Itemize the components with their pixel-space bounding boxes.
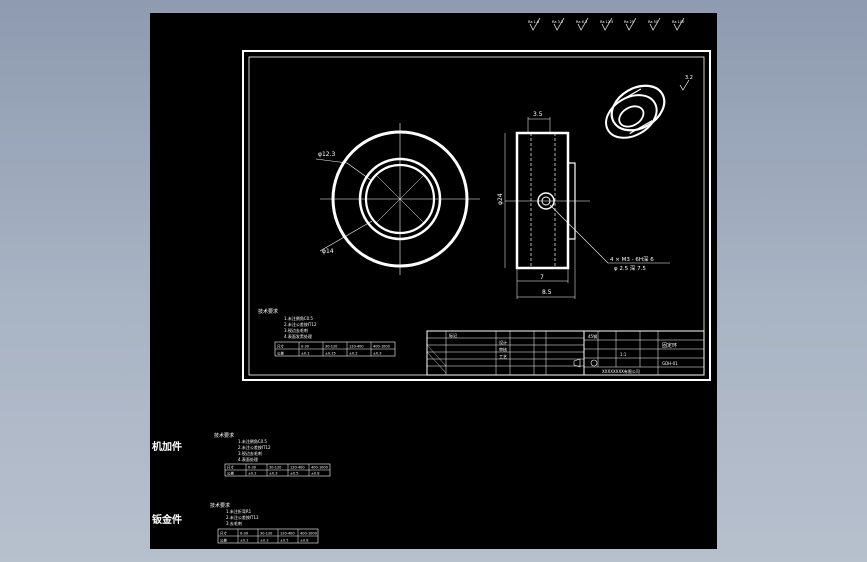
roughness-value: Ra 12.5 [600,20,613,24]
inner-note-line: 1.未注倒角C0.5 [284,315,313,321]
inner-notes: 技术要求 1.未注倒角C0.5 2.未注公差按IT12 3.锐边去毛刺 4.表面… [258,308,396,357]
inner-table-cell: 公差 [277,351,285,356]
roughness-symbol: Ra 1.6 [528,17,541,31]
inner-table-cell: ±0.3 [373,352,382,356]
side-callout-2: φ 2.5 深 7.5 [614,264,646,272]
inner-table-cell: ±0.2 [349,352,358,356]
isometric-view [605,84,666,139]
machined-label: 机加件 [152,440,182,453]
inner-table-header: 尺寸 [277,344,285,349]
front-dia-inner-label: φ14 [322,248,334,255]
roughness-symbol: Ra 25 [624,17,637,31]
cad-drawing-sheet: Ra 1.6 Ra 3.2 Ra 6.3 Ra 12.5 Ra 25 Ra 50 Ra 10… [150,13,717,549]
sheetmetal-note-line: 1.未注折弯R1 [226,508,252,514]
drawing-frame-inner [248,56,705,376]
drawing-frame-outer [242,50,711,381]
machined-table-cell: ±0.3 [269,472,278,476]
title-row-label: 标记 [449,332,457,338]
inner-table-cell: ±0.1 [301,352,310,356]
title-block: 标记 设计 审核 工艺 45钢 1:1 固定环 GDH-01 XXXXXXXX有… [426,330,705,376]
sheetmetal-note-line: 3.去毛刺 [226,520,242,526]
machined-note-line: 1.未注倒角C0.5 [238,438,267,444]
side-top-dim: 3.5 [533,111,543,118]
machined-table-cell: ±0.8 [311,472,320,476]
title-row-label: 审核 [499,346,507,352]
inner-table-header: 0-30 [301,345,309,349]
roughness-symbol: Ra 100 [672,17,685,31]
title-company: XXXXXXXX有限公司 [602,368,640,374]
sheetmetal-table-cell: ±0.8 [300,539,309,543]
title-row-label: 设计 [499,339,507,345]
machined-table-header: 尺寸 [227,465,234,470]
side-width-85: 8.5 [542,289,552,296]
sheetmetal-table-cell: 公差 [220,538,227,543]
roughness-value: Ra 50 [648,20,658,24]
machined-table-cell: 公差 [227,471,234,476]
inner-note-line: 2.未注公差按IT12 [284,321,317,327]
side-height-dim: φ24 [497,193,504,205]
roughness-symbol: Ra 3.2 [552,17,565,31]
machined-table-header: 120-400 [290,466,305,470]
sheetmetal-table-header: 尺寸 [220,531,227,536]
roughness-value: Ra 1.6 [528,20,539,24]
roughness-symbol: Ra 50 [648,17,661,31]
sheetmetal-table-header: 400-1000 [300,532,317,536]
roughness-symbol: Ra 12.5 [600,17,613,31]
title-row-label: 工艺 [499,354,507,359]
sheetmetal-table-cell: ±0.2 [240,539,249,543]
sheetmetal-table-cell: ±0.5 [280,539,289,543]
inner-table-header: 400-1000 [373,345,390,349]
roughness-value: Ra 3.2 [552,20,563,24]
machined-note-line: 3.锐边去毛刺 [238,450,262,456]
inner-note-line: 3.锐边去毛刺 [284,327,308,333]
sheetmetal-table-header: 0-30 [240,532,248,536]
sheetmetal-note-line: 2.未注公差按IT13 [226,514,259,520]
title-material: 45钢 [588,333,597,339]
machined-note-line: 2.未注公差按IT12 [238,444,271,450]
inner-table-cell: ±0.15 [325,352,336,356]
roughness-value: Ra 6.3 [576,20,587,24]
roughness-value: Ra 100 [672,20,684,24]
roughness-symbol: Ra 6.3 [576,17,589,31]
inner-table-header: 30-120 [325,345,337,349]
side-width-7: 7 [540,274,544,281]
inner-table-header: 120-400 [349,345,364,349]
sheetmetal-notes-block: 钣金件 技术要求 1.未注折弯R1 2.未注公差按IT13 3.去毛刺 尺寸公差… [152,502,319,544]
machined-note-line: 4.表面处理 [238,456,258,462]
machined-table-cell: ±0.2 [248,472,257,476]
sheetmetal-table-header: 30-120 [260,532,272,536]
machined-table-cell: ±0.5 [290,472,299,476]
machined-table-header: 30-120 [269,466,281,470]
sheetmetal-table-cell: ±0.3 [260,539,269,543]
machined-table-header: 400-1000 [311,466,328,470]
projection-symbol [590,359,598,367]
machined-notes-title: 技术要求 [214,432,234,439]
title-part-name: 固定环 [662,342,677,349]
side-view: 3.5 φ24 7 8.5 4 × M3 - 6H深 6 φ 2.5 深 7.5 [497,111,670,299]
title-drawing-no: GDH-01 [662,361,678,366]
machined-table-header: 0-30 [248,466,256,470]
sheetmetal-notes-title: 技术要求 [210,502,230,509]
title-scale: 1:1 [620,352,627,357]
inner-notes-title: 技术要求 [258,308,278,315]
front-view: φ12.3 φ14 [315,123,480,275]
machined-notes-block: 机加件 技术要求 1.未注倒角C0.5 2.未注公差按IT12 3.锐边去毛刺 … [152,432,331,477]
roughness-value: Ra 25 [624,20,634,24]
front-dia-outer-label: φ12.3 [318,151,336,158]
side-callout-1: 4 × M3 - 6H深 6 [610,255,654,263]
iso-roughness: 3.2 [685,75,693,81]
sheetmetal-table-header: 120-400 [280,532,295,536]
inner-note-line: 4.表面发黑处理 [284,333,312,339]
roughness-symbol-row: Ra 1.6 Ra 3.2 Ra 6.3 Ra 12.5 Ra 25 Ra 50 Ra 10… [528,17,685,31]
sheetmetal-label: 钣金件 [152,513,182,526]
